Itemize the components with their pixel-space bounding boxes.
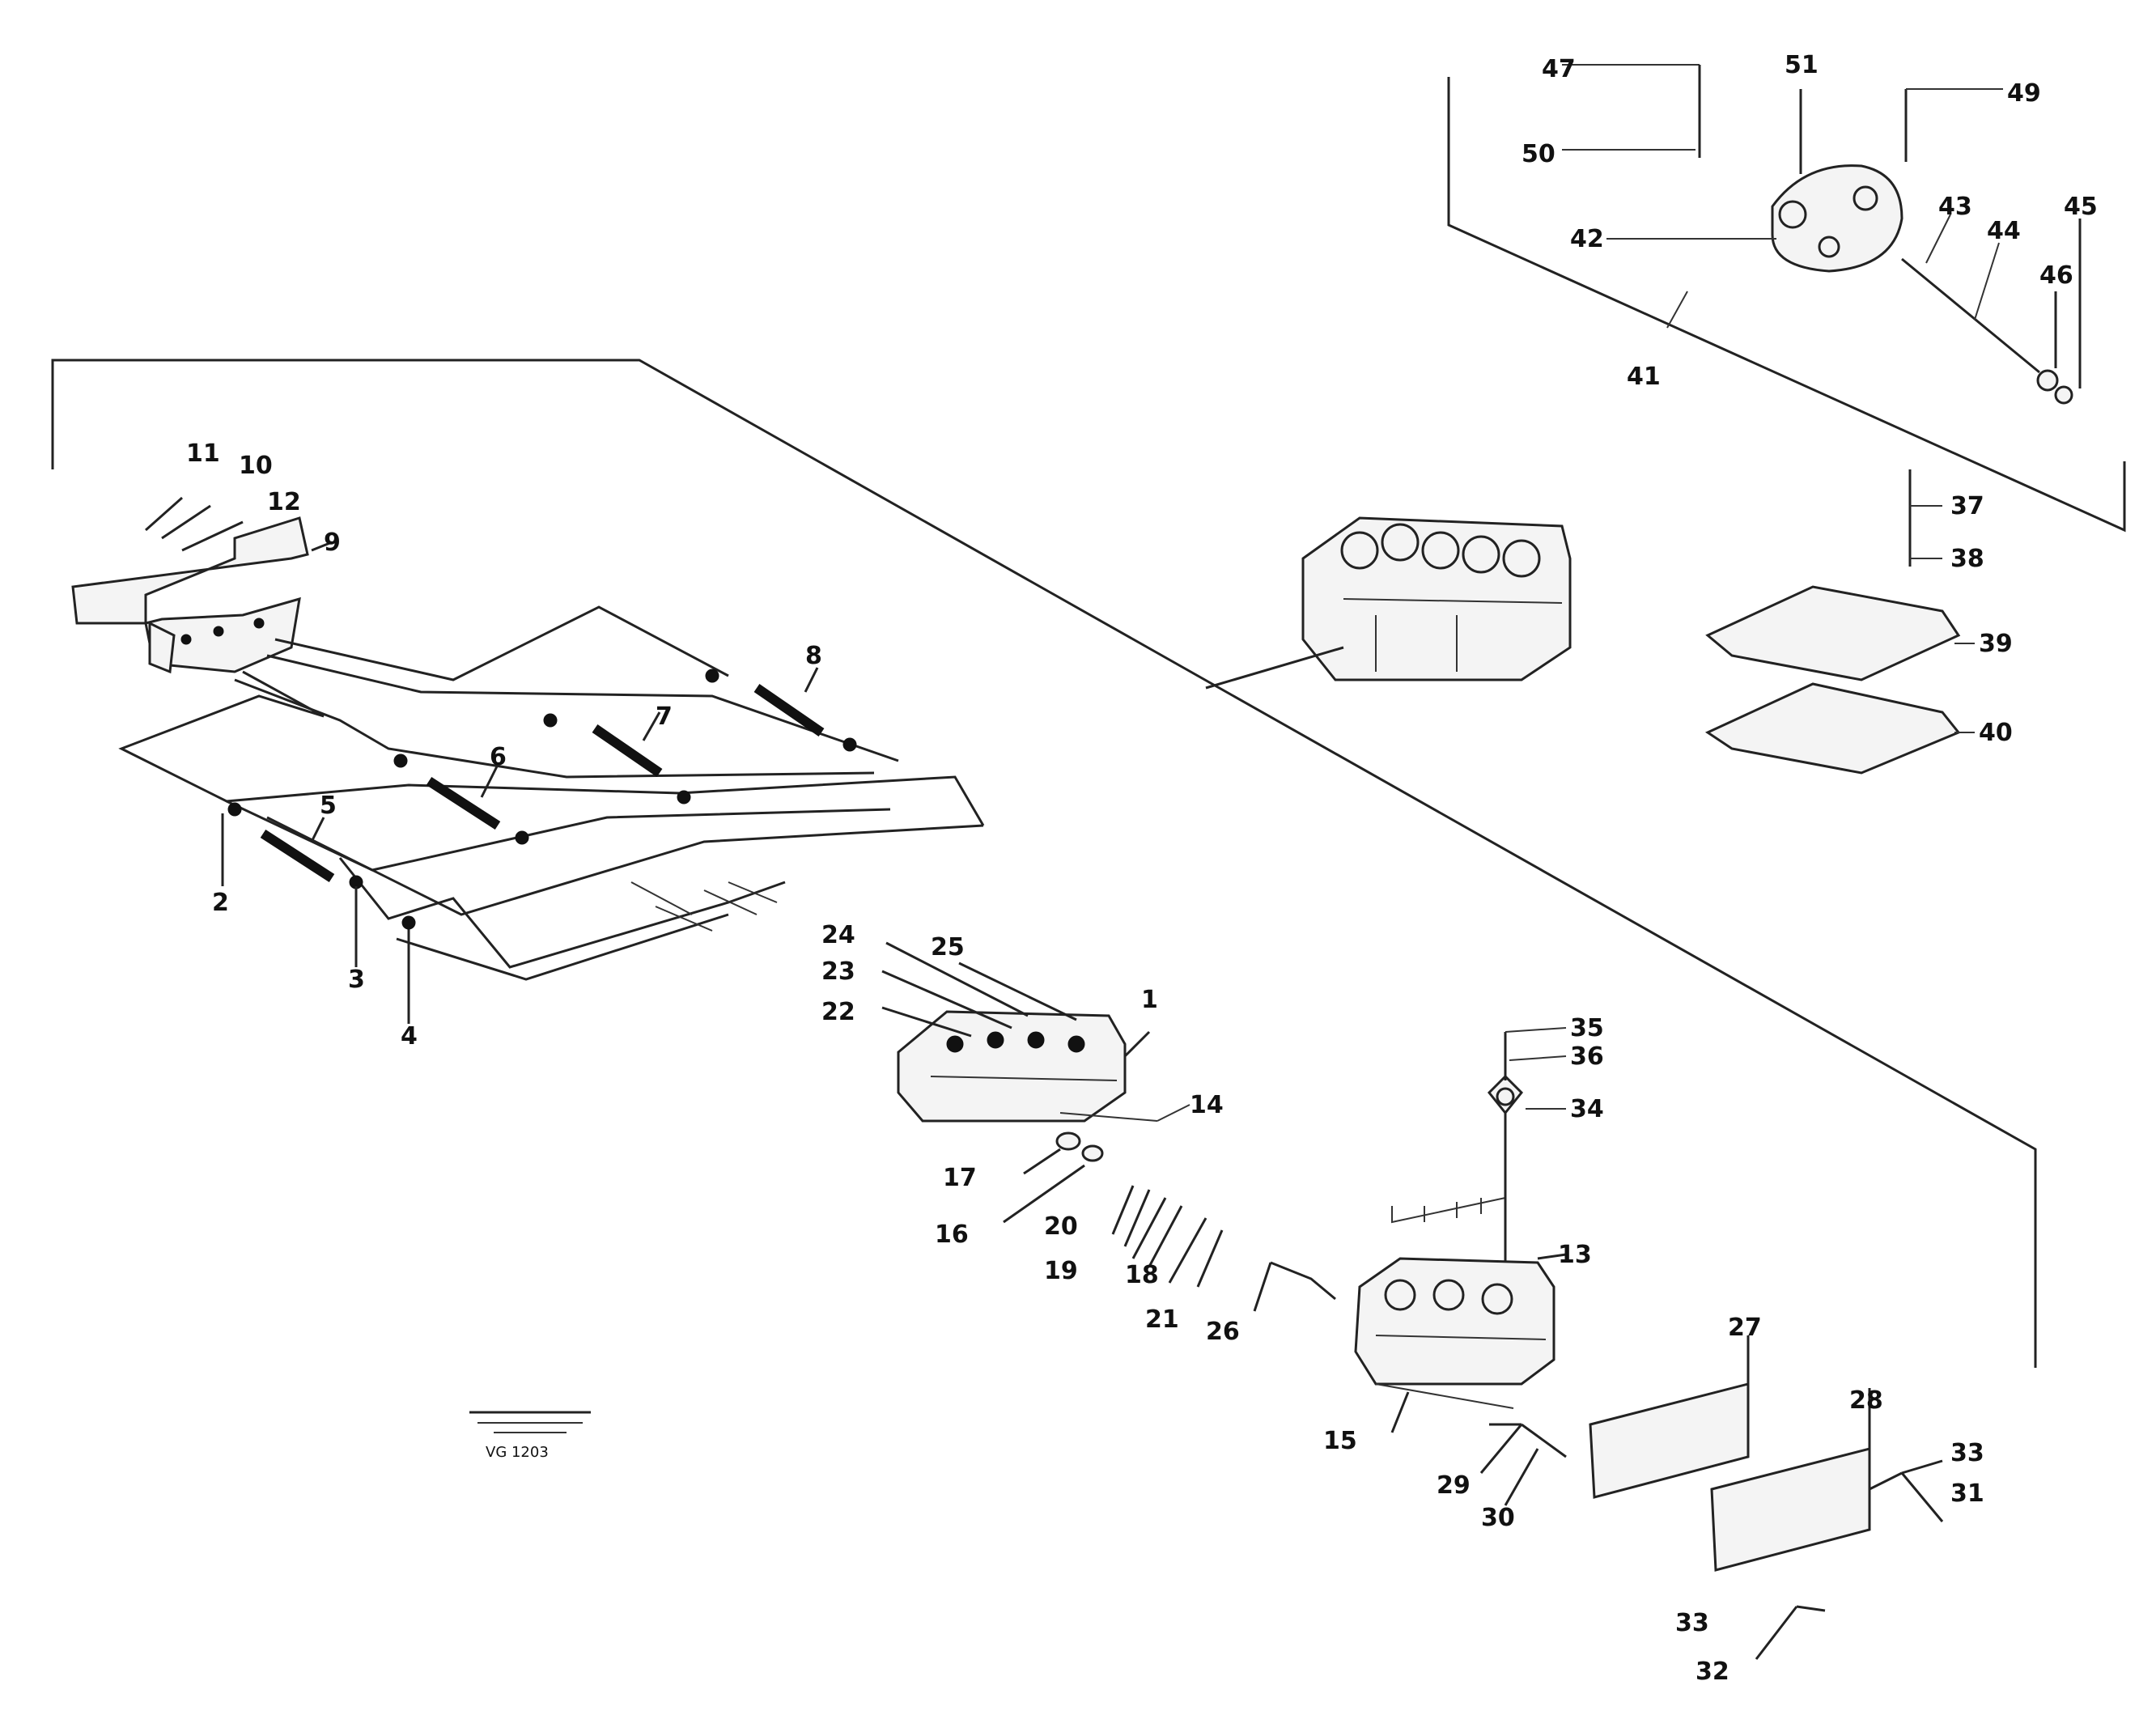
callout-2: 2: [212, 889, 229, 917]
inset-leaders: [1562, 64, 2082, 388]
callout-41: 41: [1627, 363, 1661, 391]
callout-labels: 47 50 51 49 42 43 44 45 46 41 37 38 39 4…: [186, 51, 2098, 1686]
callout-19: 19: [1044, 1257, 1078, 1285]
callout-21: 21: [1145, 1305, 1179, 1334]
callout-24: 24: [821, 921, 855, 949]
inset-cover-part: [1771, 164, 2073, 405]
callout-34: 34: [1570, 1095, 1604, 1123]
callout-5: 5: [320, 792, 337, 820]
callout-6: 6: [490, 743, 507, 771]
callout-33: 33: [1950, 1439, 1984, 1467]
injectors: [221, 667, 857, 1024]
callout-51: 51: [1785, 51, 1819, 79]
main-frame: [51, 359, 2037, 1368]
callout-11: 11: [186, 439, 220, 468]
callout-1: 1: [1141, 986, 1158, 1014]
callout-12: 12: [267, 488, 301, 516]
callout-14: 14: [1190, 1091, 1224, 1119]
callout-31: 31: [1950, 1479, 1984, 1508]
gasket-plates-right: [1704, 469, 1975, 775]
callout-17: 17: [943, 1164, 977, 1192]
callout-23: 23: [821, 957, 855, 986]
callout-25: 25: [931, 933, 965, 962]
callout-30: 30: [1481, 1504, 1515, 1532]
callout-47: 47: [1542, 55, 1576, 83]
callout-13: 13: [1558, 1241, 1592, 1269]
callout-50: 50: [1522, 140, 1555, 168]
callout-22: 22: [821, 998, 855, 1026]
callout-33b: 33: [1675, 1609, 1709, 1637]
callout-36: 36: [1570, 1042, 1604, 1071]
drawing-stamp: VG 1203: [469, 1411, 591, 1461]
callout-9: 9: [324, 529, 341, 557]
callout-27: 27: [1728, 1314, 1762, 1342]
callout-3: 3: [348, 966, 365, 994]
callout-29: 29: [1437, 1471, 1471, 1500]
callout-16: 16: [935, 1220, 969, 1249]
callout-39: 39: [1979, 630, 2013, 658]
callout-20: 20: [1044, 1212, 1078, 1241]
callout-42: 42: [1570, 225, 1604, 253]
callout-15: 15: [1323, 1427, 1357, 1455]
callout-18: 18: [1125, 1261, 1159, 1289]
callout-37: 37: [1950, 492, 1984, 520]
callout-44: 44: [1987, 217, 2021, 245]
callout-35: 35: [1570, 1014, 1604, 1042]
cylinder-head-block-middle: [881, 941, 1190, 1123]
callout-4: 4: [401, 1022, 418, 1051]
pipe-grid: [118, 605, 985, 981]
callout-49: 49: [2007, 79, 2041, 108]
callout-46: 46: [2039, 261, 2073, 290]
inset-frame: [1447, 77, 2126, 533]
stamp-code: VG 1203: [486, 1444, 549, 1461]
callout-38: 38: [1950, 545, 1984, 573]
cylinder-head-block-lower: [1354, 1027, 1567, 1506]
callout-45: 45: [2064, 193, 2098, 221]
callout-28: 28: [1849, 1386, 1883, 1415]
callout-8: 8: [805, 642, 822, 670]
callout-10: 10: [239, 452, 273, 480]
callout-40: 40: [1979, 719, 2013, 747]
callout-7: 7: [656, 703, 673, 731]
callout-32: 32: [1696, 1658, 1729, 1686]
gasket-plates-lower: [1589, 1335, 1944, 1660]
callout-26: 26: [1206, 1318, 1240, 1346]
rocker-assembly: [71, 496, 333, 674]
cylinder-head-block-top: [1205, 516, 1572, 690]
callout-43: 43: [1938, 193, 1972, 221]
valve-parts-chain: [1003, 1131, 1336, 1312]
